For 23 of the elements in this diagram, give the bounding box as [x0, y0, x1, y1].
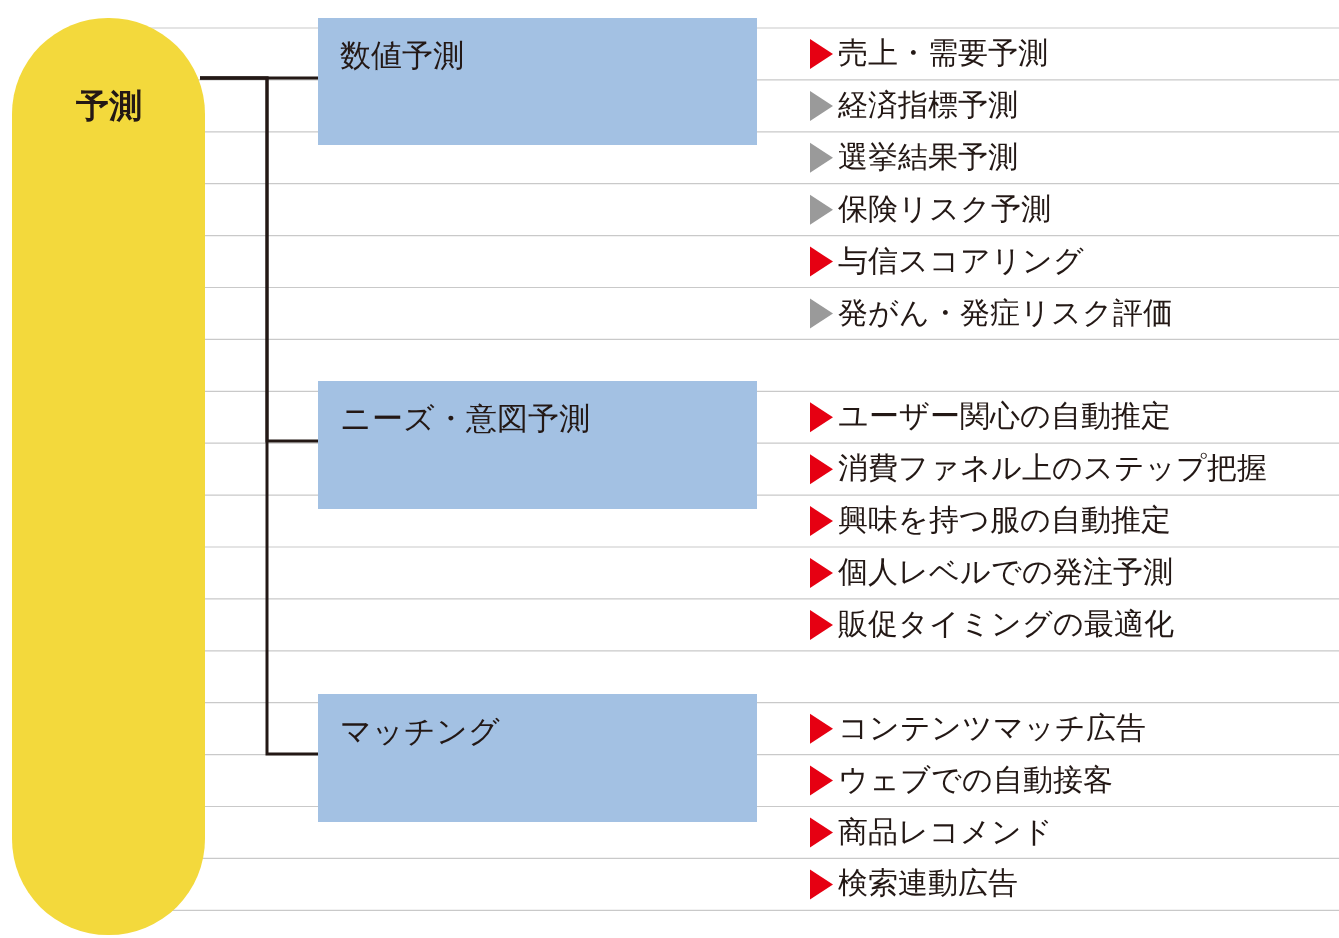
list-item: 商品レコメンド — [838, 813, 1053, 850]
list-item: 与信スコアリング — [838, 242, 1084, 279]
list-item: 発がん・発症リスク評価 — [838, 294, 1173, 331]
list-item: 保険リスク予測 — [838, 190, 1051, 227]
subcategory-box — [318, 381, 757, 509]
list-item: 興味を持つ服の自動推定 — [838, 502, 1171, 539]
list-item: ユーザー関心の自動推定 — [838, 398, 1171, 435]
list-item: 個人レベルでの発注予測 — [838, 554, 1173, 590]
list-item: 選挙結果予測 — [838, 138, 1018, 175]
subcategory-title: マッチング — [340, 712, 500, 750]
subcategory-box — [318, 18, 757, 145]
subcategory-title: ニーズ・意図予測 — [340, 399, 590, 437]
list-item: コンテンツマッチ広告 — [838, 709, 1146, 746]
category-title: 予測 — [74, 85, 143, 127]
list-item: 経済指標予測 — [838, 86, 1018, 123]
subcategory-title: 数値予測 — [340, 36, 464, 74]
subcategory-box — [318, 694, 757, 822]
list-item: 売上・需要予測 — [838, 35, 1048, 71]
list-item: 検索連動広告 — [838, 865, 1018, 902]
connector-line — [200, 76, 318, 756]
list-item: 販促タイミングの最適化 — [838, 605, 1174, 642]
list-item: 消費ファネル上のステップ把握 — [838, 450, 1267, 487]
list-item: ウェブでの自動接客 — [838, 761, 1113, 798]
